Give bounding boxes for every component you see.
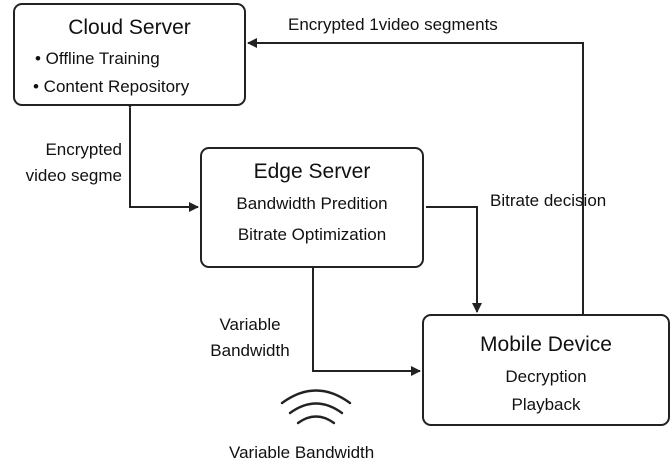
cloud-server-item-content-repository: • Content Repository bbox=[33, 77, 190, 96]
arrow-edge-to-mobile bbox=[426, 206, 482, 313]
cloud-server-title: Cloud Server bbox=[68, 16, 191, 39]
arrow-variable-bandwidth bbox=[312, 268, 421, 376]
label-variable-line1: Variable bbox=[219, 315, 281, 334]
edge-server-title: Edge Server bbox=[253, 160, 371, 183]
edge-server-node bbox=[200, 147, 424, 268]
label-encrypted-line1: Encrypted bbox=[45, 140, 122, 159]
cloud-server-item-offline-training: • Offline Training bbox=[35, 49, 160, 68]
cloud-server-node bbox=[13, 3, 246, 106]
edge-server-item-bitrate-optimization: Bitrate Optimization bbox=[237, 225, 387, 244]
wifi-signal-icon bbox=[280, 389, 352, 425]
arrow-cloud-edge bbox=[125, 99, 199, 212]
mobile-device-node bbox=[422, 314, 670, 426]
mobile-device-item-decryption: Decryption bbox=[505, 367, 587, 386]
wireless-caption: Variable Bandwidth bbox=[229, 443, 375, 462]
label-encrypted-video-segments-top: Encrypted 1video segments bbox=[288, 15, 498, 34]
mobile-device-item-playback: Playback bbox=[511, 395, 581, 414]
arrow-mobile-to-cloud bbox=[247, 38, 584, 314]
label-bitrate-decision: Bitrate decision bbox=[490, 191, 607, 210]
label-variable-line2: Bandwidth bbox=[210, 341, 290, 360]
mobile-device-title: Mobile Device bbox=[480, 333, 612, 356]
edge-server-item-bandwidth-prediction: Bandwidth Predition bbox=[236, 194, 388, 213]
label-encrypted-line2: video segme bbox=[25, 166, 122, 185]
